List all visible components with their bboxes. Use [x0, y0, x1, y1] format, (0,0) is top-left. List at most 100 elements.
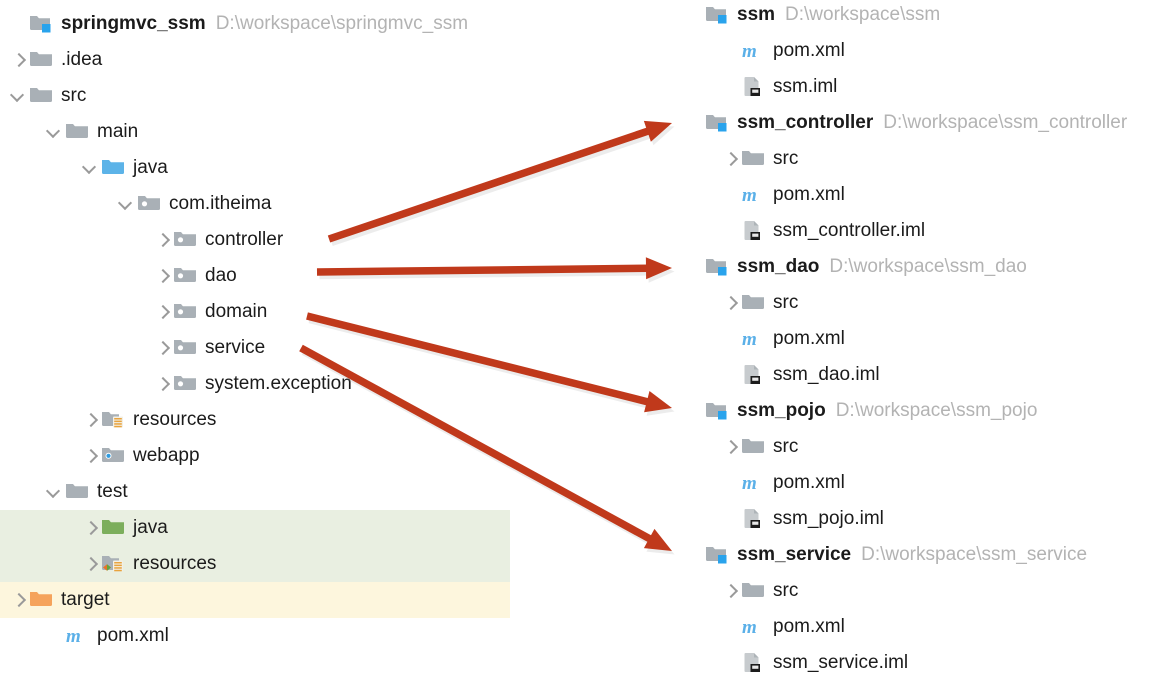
tree-row-label: ssm_dao.iml [773, 364, 880, 385]
package-folder-icon [174, 229, 200, 251]
package-folder-icon [174, 373, 200, 395]
chevron-down-icon[interactable] [44, 474, 66, 510]
tree-row-label: src [61, 85, 87, 106]
chevron-down-icon[interactable] [44, 114, 66, 150]
chevron-down-icon[interactable] [80, 150, 102, 186]
chevron-right-icon[interactable] [152, 258, 174, 294]
tree-row-label: target [61, 589, 110, 610]
chevron-right-icon[interactable] [152, 294, 174, 330]
tree-row[interactable]: target [0, 582, 120, 618]
tree-row[interactable]: ssm.iml [676, 69, 847, 105]
tree-row[interactable]: ssm_dao.iml [676, 357, 890, 393]
twisty-spacer [684, 105, 706, 141]
chevron-right-icon[interactable] [80, 402, 102, 438]
tree-row[interactable]: src [676, 141, 808, 177]
chevron-right-icon[interactable] [152, 222, 174, 258]
tree-row[interactable]: java [0, 510, 178, 546]
twisty-spacer [720, 177, 742, 213]
chevron-right-icon[interactable] [720, 573, 742, 609]
tree-row[interactable]: main [0, 114, 148, 150]
folder-icon [66, 121, 92, 143]
folder-green-icon [102, 517, 128, 539]
tree-row[interactable]: system.exception [0, 366, 362, 402]
tree-row-label: pom.xml [773, 328, 845, 349]
tree-row[interactable]: service [0, 330, 275, 366]
tree-row[interactable]: src [676, 429, 808, 465]
tree-row[interactable]: ssm_pojo.iml [676, 501, 894, 537]
svg-text:m: m [742, 41, 757, 61]
tree-row[interactable]: java [0, 150, 178, 186]
tree-row[interactable]: dao [0, 258, 247, 294]
tree-row-label: ssm_controller.iml [773, 220, 926, 241]
resources-folder-icon [102, 409, 128, 431]
tree-row[interactable]: src [676, 573, 808, 609]
folder-icon [742, 292, 768, 314]
tree-row[interactable]: resources [0, 402, 226, 438]
package-folder-icon [174, 265, 200, 287]
package-folder-icon [174, 301, 200, 323]
twisty-spacer [720, 321, 742, 357]
tree-row[interactable]: webapp [0, 438, 210, 474]
chevron-right-icon[interactable] [720, 429, 742, 465]
chevron-right-icon[interactable] [8, 42, 30, 78]
tree-row-label: test [97, 481, 128, 502]
twisty-spacer [720, 357, 742, 393]
tree-row-label: dao [205, 265, 237, 286]
tree-row-label: ssm_pojo.iml [773, 508, 884, 529]
chevron-down-icon[interactable] [116, 186, 138, 222]
tree-row-label: webapp [133, 445, 200, 466]
tree-row[interactable]: .idea [0, 42, 112, 78]
chevron-right-icon[interactable] [80, 510, 102, 546]
chevron-right-icon[interactable] [720, 285, 742, 321]
tree-row-label: ssm_controller [737, 112, 874, 133]
tree-row[interactable]: ssm_service.iml [676, 645, 918, 681]
svg-text:m: m [742, 329, 757, 349]
maven-file-icon: m [66, 625, 92, 647]
tree-row[interactable]: m pom.xml [676, 321, 855, 357]
tree-row-label: ssm_pojo [737, 400, 826, 421]
tree-row[interactable]: src [676, 285, 808, 321]
tree-row-path: D:\workspace\ssm [785, 4, 941, 25]
tree-row[interactable]: m pom.xml [676, 33, 855, 69]
chevron-right-icon[interactable] [152, 366, 174, 402]
module-folder-icon [706, 544, 732, 566]
tree-row[interactable]: controller [0, 222, 293, 258]
twisty-spacer [720, 465, 742, 501]
tree-row-label: main [97, 121, 139, 142]
svg-text:m: m [742, 185, 757, 205]
chevron-down-icon[interactable] [8, 78, 30, 114]
iml-file-icon [742, 652, 768, 674]
tree-row[interactable]: test [0, 474, 138, 510]
tree-row[interactable]: com.itheima [0, 186, 281, 222]
tree-row-path: D:\workspace\springmvc_ssm [215, 13, 469, 34]
tree-row-label: src [773, 148, 799, 169]
chevron-right-icon[interactable] [152, 330, 174, 366]
chevron-right-icon[interactable] [80, 438, 102, 474]
twisty-spacer [44, 618, 66, 654]
tree-row-label: ssm_service.iml [773, 652, 909, 673]
package-folder-icon [138, 193, 164, 215]
tree-row[interactable]: domain [0, 294, 277, 330]
maven-file-icon: m [742, 184, 768, 206]
iml-file-icon [742, 220, 768, 242]
maven-file-icon: m [742, 472, 768, 494]
tree-row[interactable]: ssm_controller.iml [676, 213, 935, 249]
chevron-right-icon[interactable] [8, 582, 30, 618]
tree-row[interactable]: src [0, 78, 96, 114]
chevron-right-icon[interactable] [720, 141, 742, 177]
tree-row[interactable]: resources [0, 546, 226, 582]
tree-row-label: pom.xml [773, 40, 845, 61]
chevron-right-icon[interactable] [80, 546, 102, 582]
